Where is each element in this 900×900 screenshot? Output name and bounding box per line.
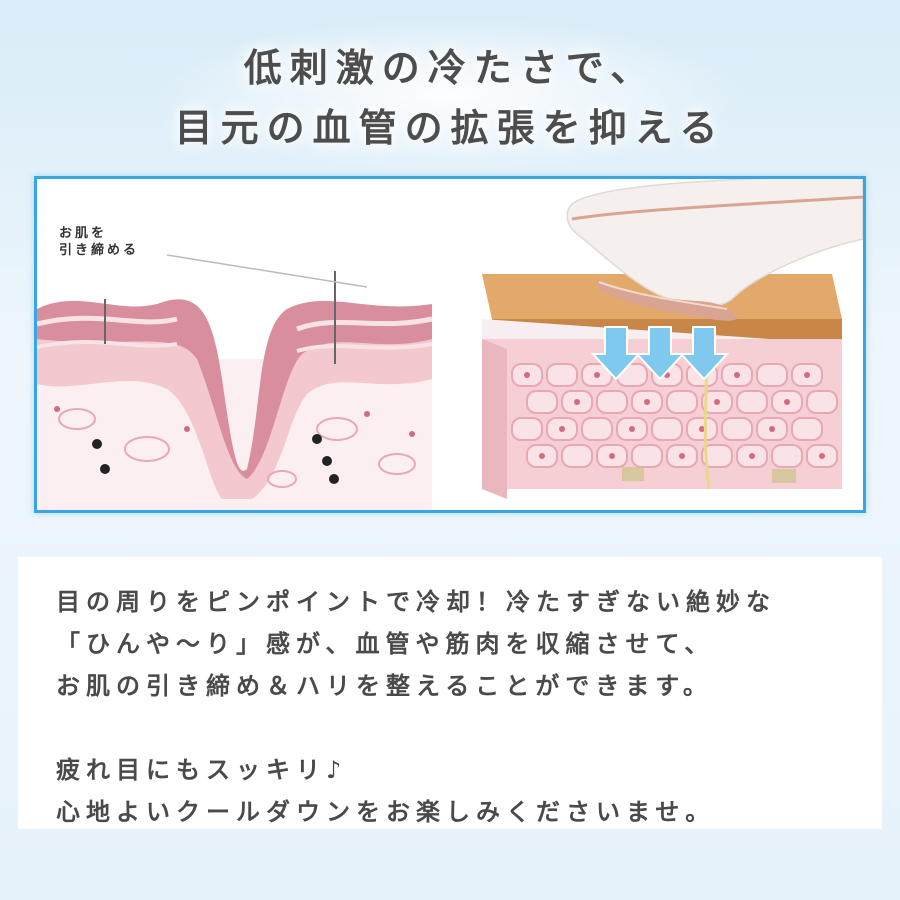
headline: 低刺激の冷たさで、 目元の血管の拡張を抑える — [0, 38, 900, 158]
skin-label-line-2: 引き締める — [59, 243, 140, 258]
skin-label-line-1: お肌を — [59, 226, 108, 241]
cooling-arrow-icon — [590, 326, 730, 381]
illustration-svg — [37, 179, 863, 510]
description-line: 目の周りをピンポイントで冷却！冷たすぎない絶妙な — [56, 588, 776, 616]
description-line: 疲れ目にもスッキリ♪ — [56, 756, 348, 784]
description-line: 心地よいクールダウンをお楽しみくださいませ。 — [56, 798, 716, 826]
description-text: 目の周りをピンポイントで冷却！冷たすぎない絶妙な 「ひんや〜り」感が、血管や筋肉… — [56, 581, 876, 833]
beauty-device-icon — [566, 179, 863, 321]
illustration-frame: お肌を 引き締める — [34, 176, 866, 513]
description-line: 「ひんや〜り」感が、血管や筋肉を収縮させて、 — [56, 630, 715, 658]
description-line: お肌の引き締め＆ハリを整えることができます。 — [56, 672, 713, 700]
headline-line-2: 目元の血管の拡張を抑える — [174, 105, 726, 150]
paragraph-gap — [56, 707, 876, 749]
headline-line-1: 低刺激の冷たさで、 — [243, 45, 657, 90]
skin-label: お肌を 引き締める — [59, 225, 139, 259]
description-panel: 目の周りをピンポイントで冷却！冷たすぎない絶妙な 「ひんや〜り」感が、血管や筋肉… — [18, 557, 882, 829]
skin-wrinkle-cross-section-icon — [37, 254, 433, 510]
